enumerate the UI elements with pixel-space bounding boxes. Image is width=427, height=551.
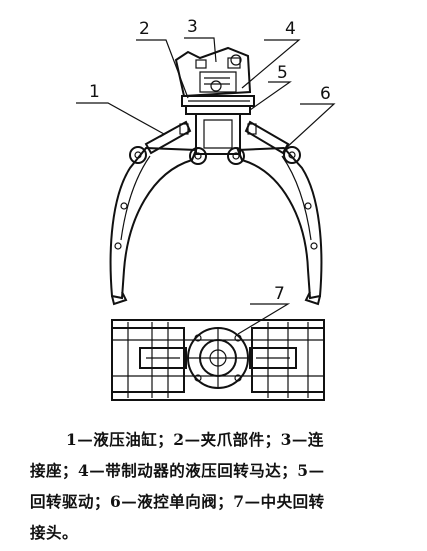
grapple-drawing: 2 3 4 5 1 6 7 [76, 17, 336, 401]
hub-block [189, 113, 245, 165]
plan-view [111, 319, 325, 401]
figure-caption: 1—液压油缸；2—夹爪部件；3—连 接座；4—带制动器的液压回转马达；5— 回转… [30, 424, 405, 548]
callout-1: 1 [89, 82, 100, 102]
callout-7: 7 [274, 284, 285, 304]
hydraulic-cylinders [129, 120, 301, 164]
callout-5: 5 [277, 63, 288, 83]
slewing-drive [181, 95, 255, 115]
caption-line: 接头。 [30, 523, 79, 542]
grapple-jaws [109, 146, 323, 306]
caption-line: 接座；4—带制动器的液压回转马达；5— [30, 461, 325, 480]
callout-2: 2 [139, 19, 150, 39]
callout-6: 6 [320, 84, 331, 104]
caption-line: 1—液压油缸；2—夹爪部件；3—连 [66, 430, 324, 449]
caption-line: 回转驱动；6—液控单向阀；7—中央回转 [30, 492, 325, 511]
callout-3: 3 [187, 17, 198, 37]
connector-seat [174, 46, 252, 98]
leader-lines [76, 37, 336, 335]
callout-4: 4 [285, 19, 296, 39]
